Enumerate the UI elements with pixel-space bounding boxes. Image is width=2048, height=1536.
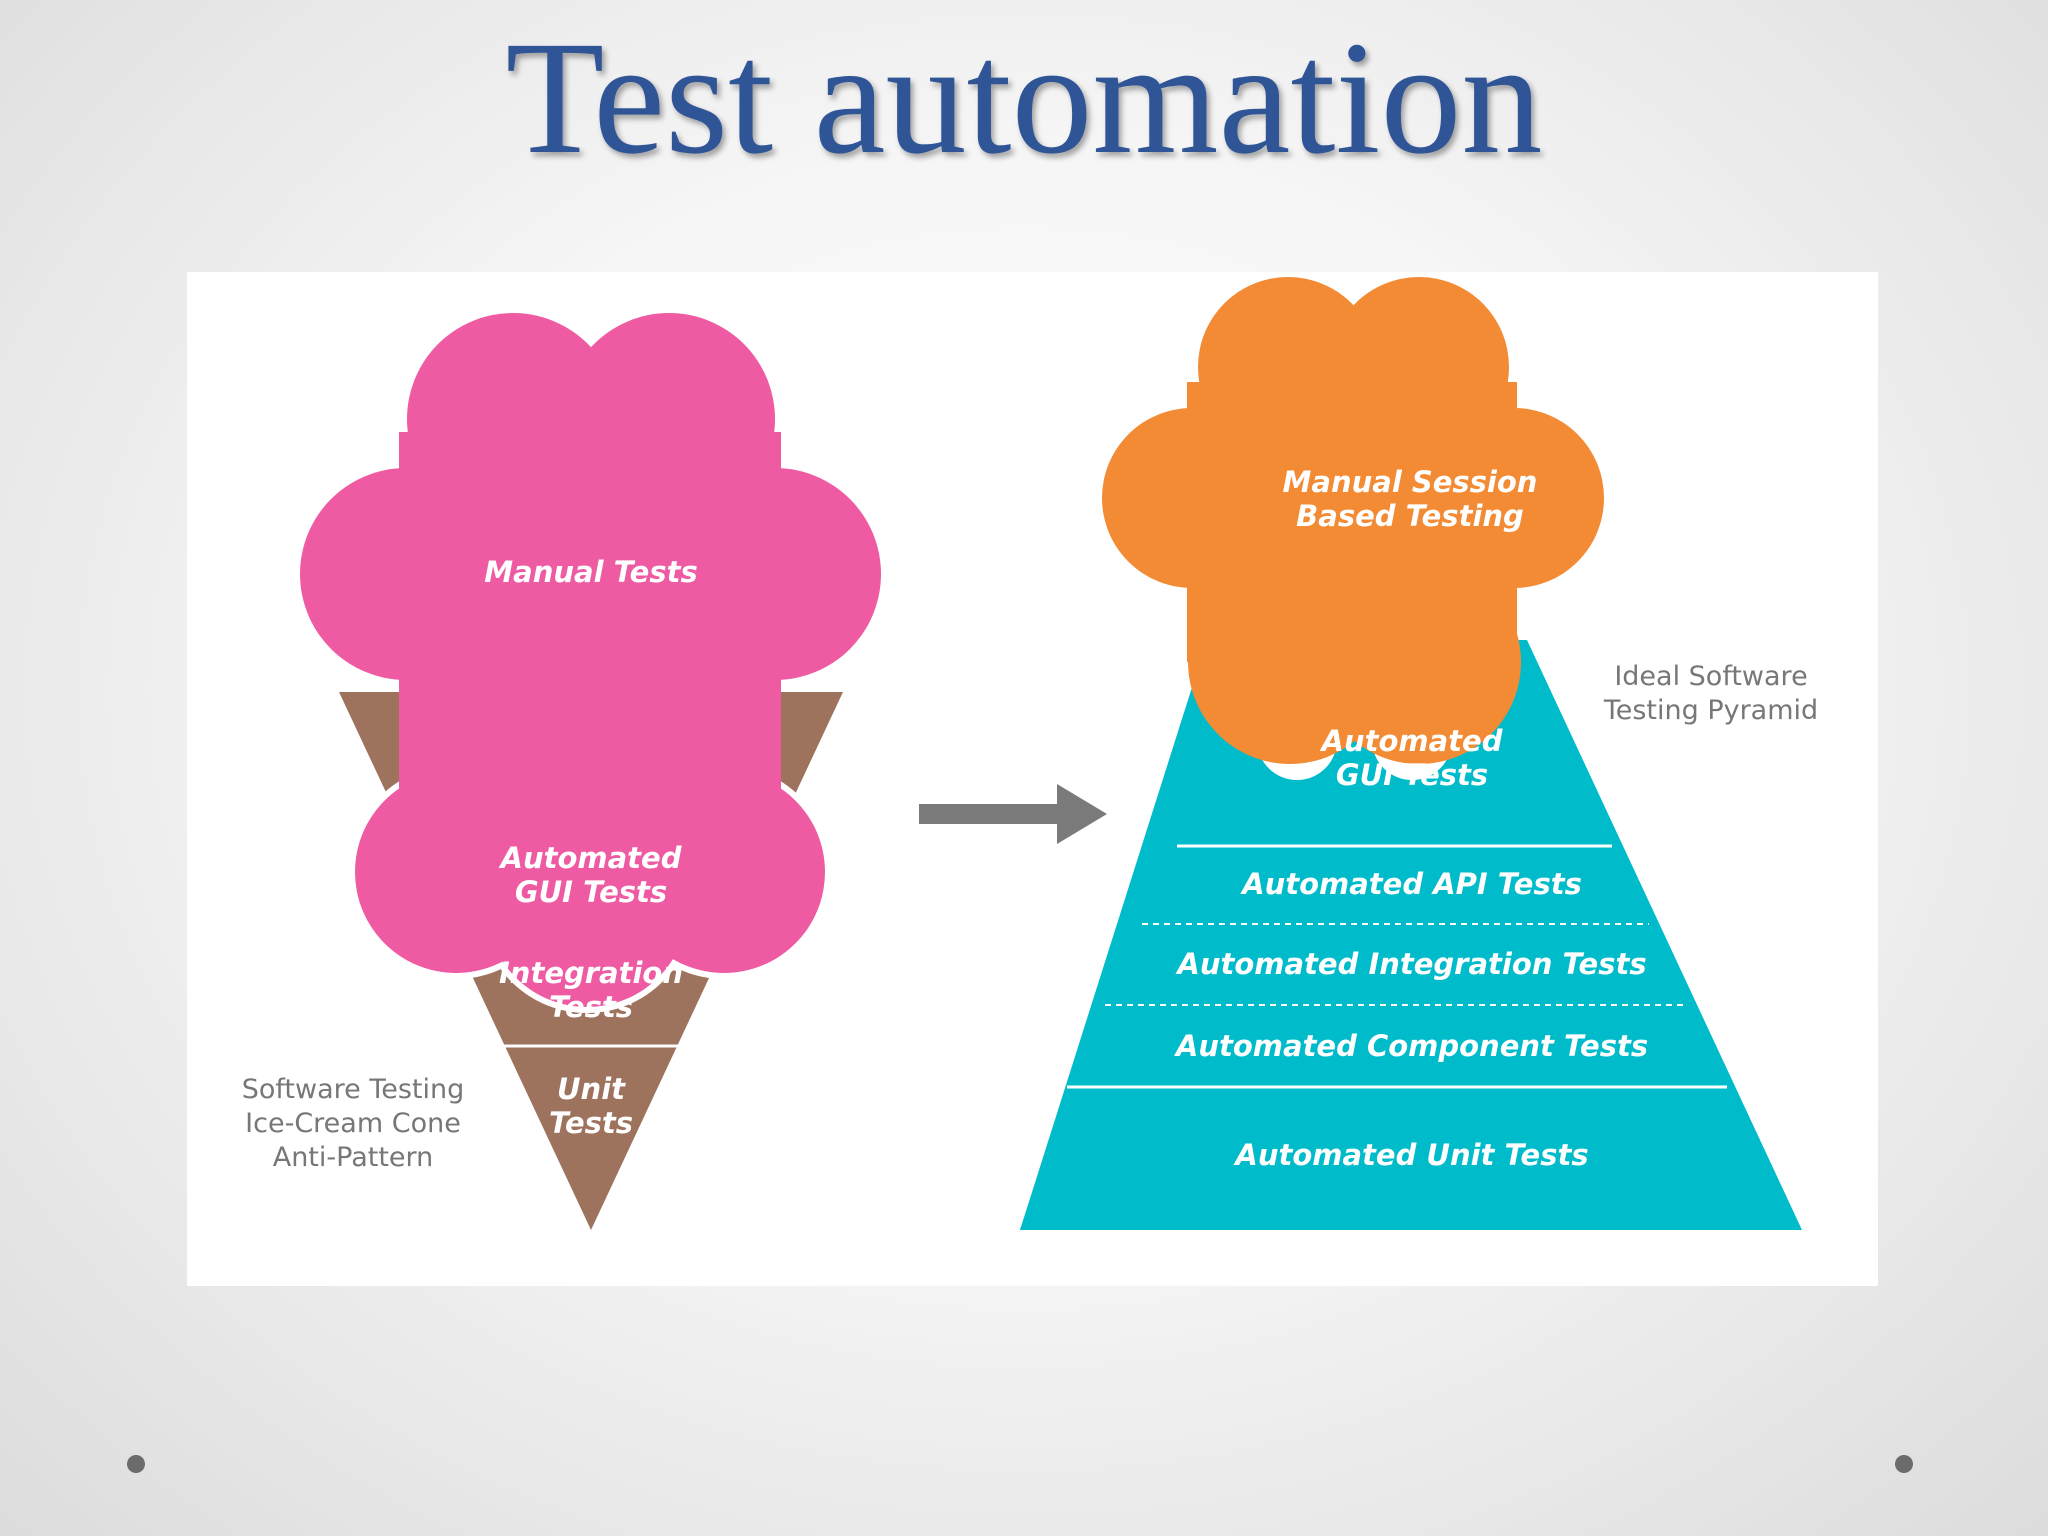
pyramid-caption-1: Ideal Software [1614, 661, 1807, 692]
ice-cream-cone: Manual Tests Automated GUI Tests Integra… [242, 313, 881, 1230]
cone-gui-label-1: Automated [499, 841, 682, 875]
pyramid-component-label: Automated Component Tests [1174, 1029, 1648, 1063]
pyramid-unit-label: Automated Unit Tests [1233, 1138, 1588, 1172]
cone-caption-1: Software Testing [242, 1074, 465, 1105]
cloud-label-2: Based Testing [1296, 499, 1524, 533]
cone-integration-label-2: Tests [549, 990, 633, 1024]
cone-caption-3: Anti-Pattern [273, 1142, 434, 1173]
pyramid-api-label: Automated API Tests [1240, 867, 1582, 901]
pyramid-gui-label-1: Automated [1320, 724, 1503, 758]
scoop-label: Manual Tests [484, 555, 697, 589]
cone-unit-label-2: Tests [549, 1106, 633, 1140]
icecream-scoop [300, 313, 881, 1007]
testing-pyramid: Manual Session Based Testing Automated G… [1020, 277, 1818, 1230]
pyramid-caption-2: Testing Pyramid [1603, 695, 1818, 726]
left-bullet-dot [127, 1455, 145, 1473]
diagram-canvas: Manual Tests Automated GUI Tests Integra… [242, 277, 1818, 1230]
pyramid-cloud [1102, 277, 1604, 764]
cone-gui-label-2: GUI Tests [515, 875, 667, 909]
pyramid-integration-label: Automated Integration Tests [1175, 947, 1646, 981]
right-bullet-dot [1895, 1455, 1913, 1473]
slide-title: Test automation [505, 9, 1543, 188]
cloud-label-1: Manual Session [1283, 465, 1538, 499]
testing-diagram: Manual Tests Automated GUI Tests Integra… [187, 272, 1878, 1286]
right-arrow-icon [919, 784, 1107, 844]
cone-caption-2: Ice-Cream Cone [245, 1108, 461, 1139]
pyramid-gui-label-2: GUI Tests [1336, 758, 1488, 792]
cone-integration-label-1: Integration [499, 956, 683, 990]
pyramid-top [1020, 640, 1802, 1230]
cone-unit-label-1: Unit [557, 1072, 626, 1106]
